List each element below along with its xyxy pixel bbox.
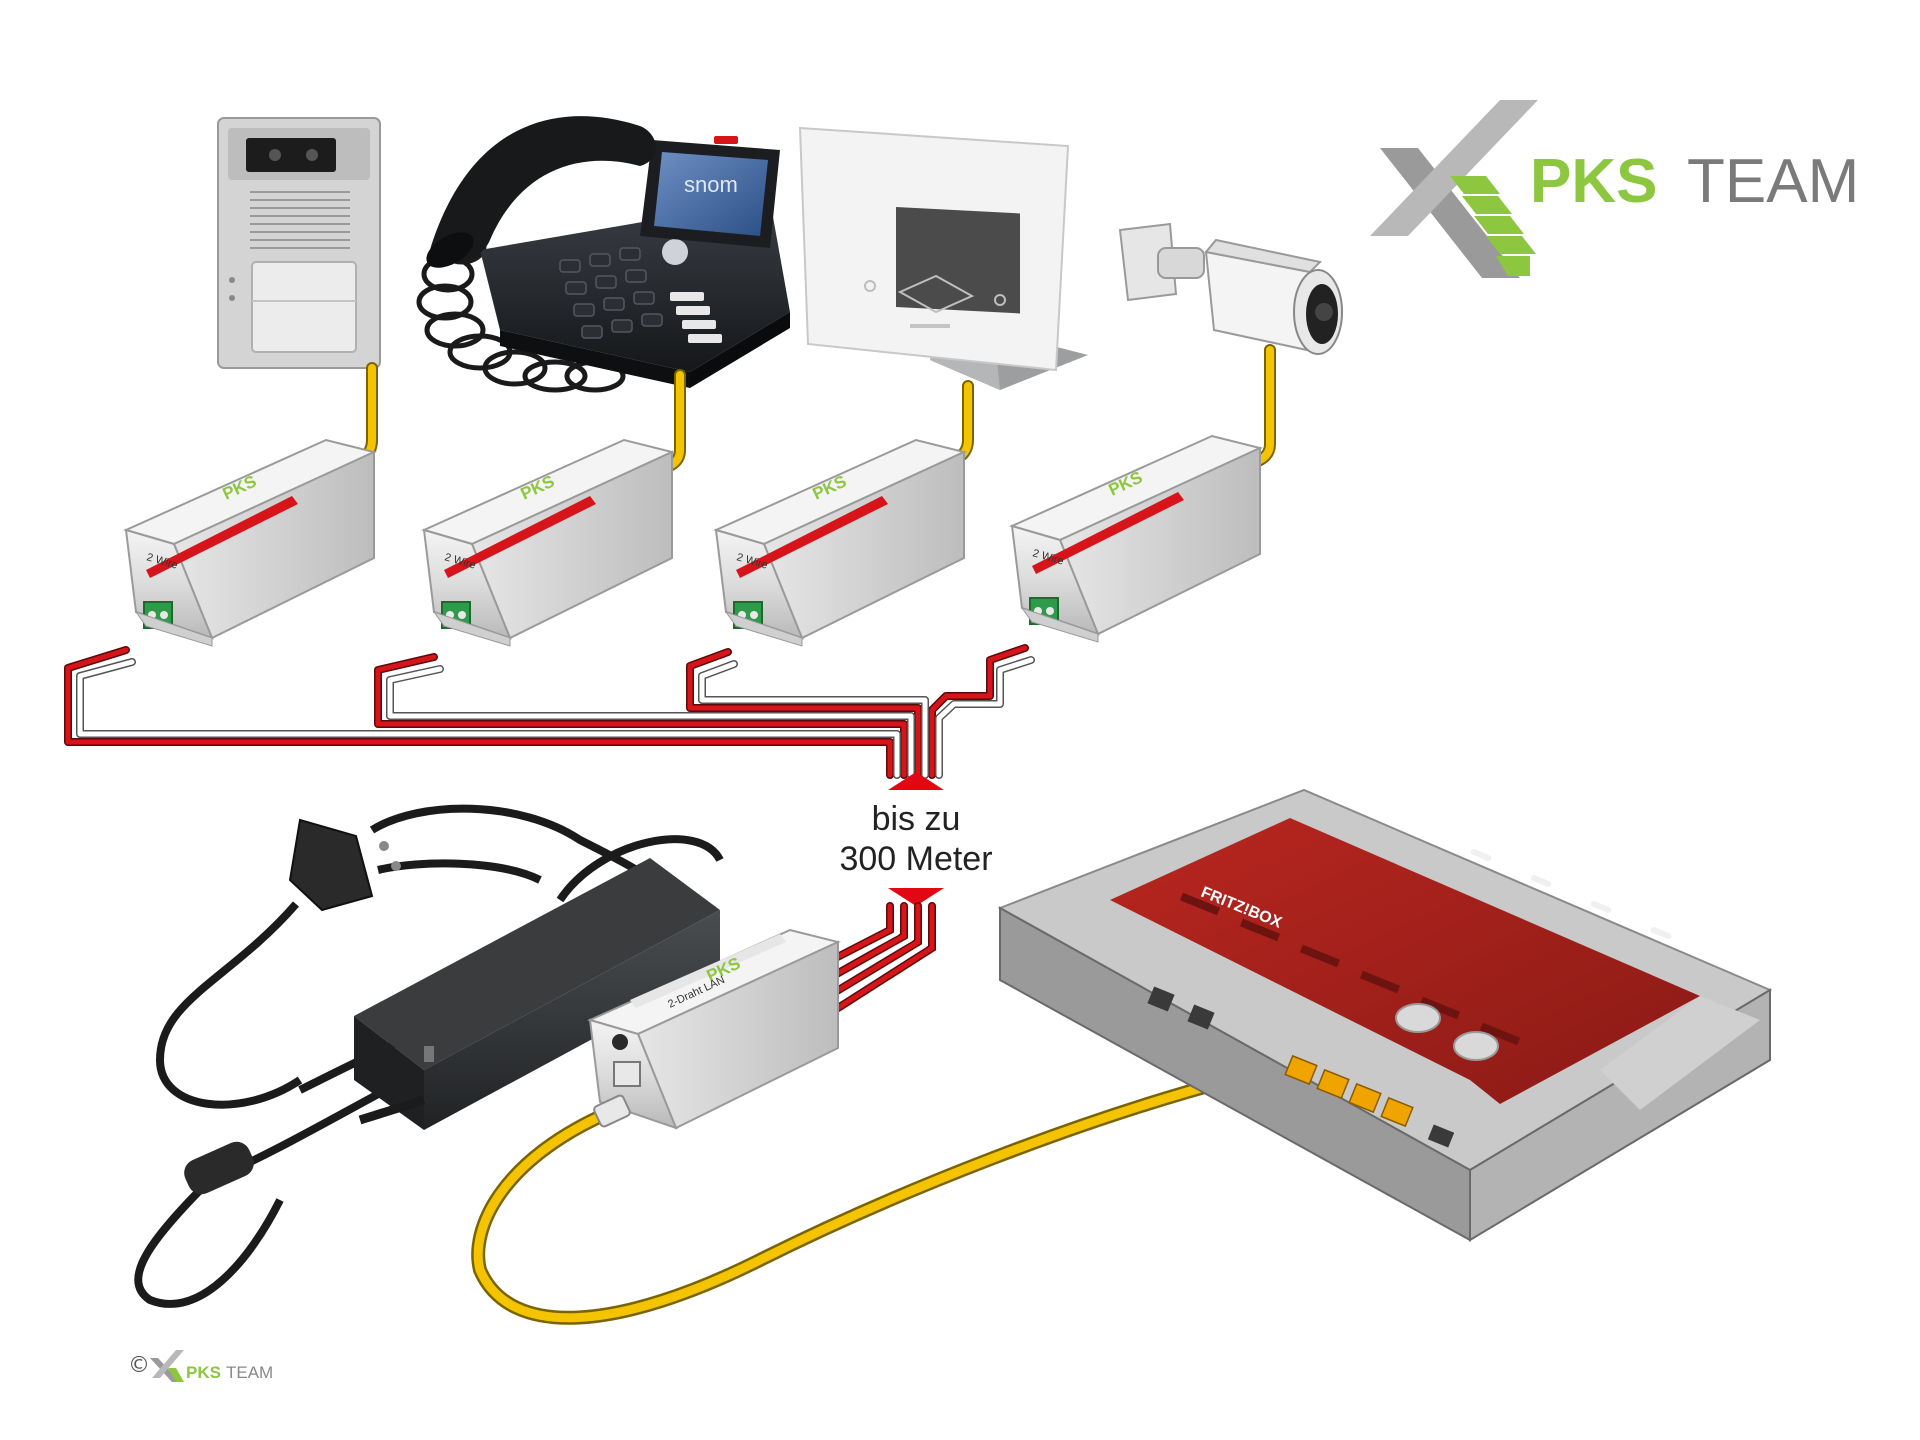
footer-logo-mark	[150, 1350, 184, 1382]
pksteam-logo: PKS TEAM	[1370, 100, 1859, 278]
logo-pks-text: PKS	[1530, 147, 1657, 216]
phone-screen-brand: snom	[684, 172, 738, 197]
adapter-4: 2 Wire PKS	[1009, 434, 1264, 643]
adapter-1: 2 Wire PKS	[123, 438, 378, 647]
arrow-down-icon	[888, 888, 944, 906]
master-adapter: PKS 2-Draht LAN	[587, 928, 842, 1130]
distance-indicator: bis zu 300 Meter	[839, 772, 993, 906]
yellow-lan-cable-bottom	[471, 1057, 1252, 1325]
indoor-video-monitor	[798, 126, 1088, 390]
footer-pks-text: PKS	[186, 1363, 221, 1382]
ip-bullet-camera	[1118, 222, 1343, 355]
power-supply	[134, 804, 724, 1308]
footer-copyright: © PKS TEAM	[128, 1350, 273, 1382]
distance-line2: 300 Meter	[839, 840, 992, 878]
door-intercom-station	[217, 117, 381, 369]
adapter-3: 2 Wire PKS	[713, 438, 968, 647]
two-wire-bundle	[64, 644, 1035, 779]
adapter-2: 2 Wire PKS	[421, 438, 676, 647]
two-wire-bundle-bottom	[816, 902, 941, 1018]
copyright-symbol: ©	[128, 1353, 150, 1378]
ip-desk-phone: snom	[416, 116, 790, 393]
logo-team-text: TEAM	[1687, 147, 1859, 216]
footer-team-text: TEAM	[226, 1363, 273, 1382]
distance-line1: bis zu	[872, 800, 961, 838]
arrow-up-icon	[888, 772, 944, 790]
fritzbox-router: FRITZ!BOX	[997, 788, 1773, 1242]
logo-x-mark	[1370, 100, 1538, 278]
